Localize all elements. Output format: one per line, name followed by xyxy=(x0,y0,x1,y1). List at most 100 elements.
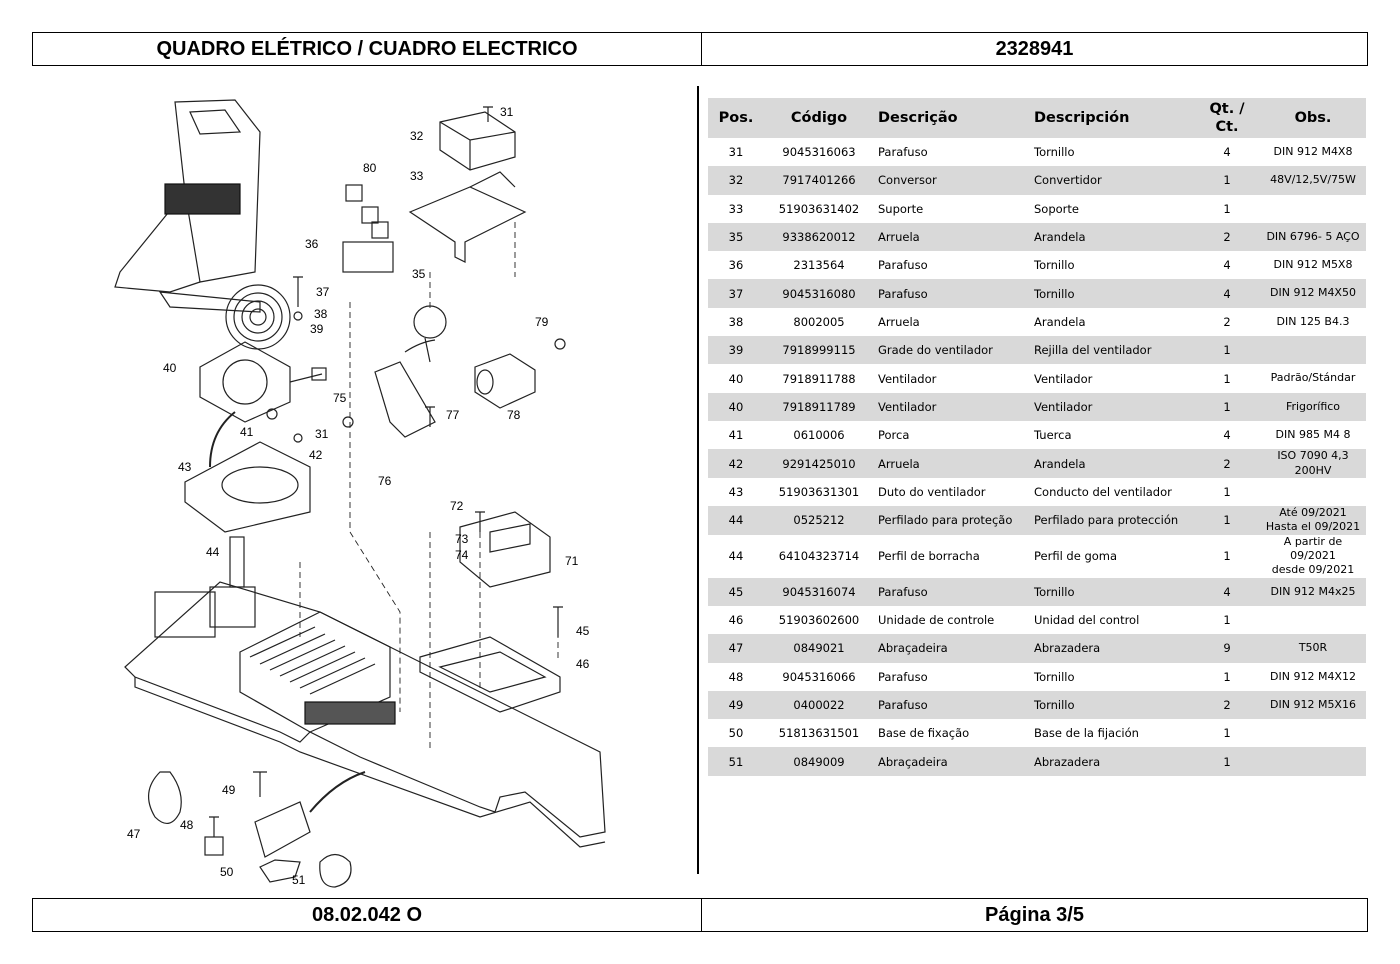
callout-40: 40 xyxy=(163,361,177,375)
cell-descricao: Ventilador xyxy=(878,371,937,386)
cell-codigo: 51903631301 xyxy=(778,485,860,499)
cell-obs: 48V/12,5V/75W xyxy=(1260,166,1366,195)
cell-pos: 46 xyxy=(728,613,744,628)
cell-descripcion: Tornillo xyxy=(1030,577,1194,606)
cell-pos: 51 xyxy=(708,747,764,776)
callout-31: 31 xyxy=(500,105,514,119)
cell-qt: 2 xyxy=(1194,449,1260,478)
cell-qt: 4 xyxy=(1194,279,1260,308)
cell-descripcion: Perfilado para protección xyxy=(1030,506,1194,535)
obs-line: Hasta el 09/2021 xyxy=(1265,520,1361,534)
cell-pos: 44 xyxy=(728,549,744,564)
cell-descripcion: Ventilador xyxy=(1030,392,1194,421)
cell-descripcion: Conducto del ventilador xyxy=(1034,485,1172,499)
cell-descricao: Arruela xyxy=(874,449,1030,478)
callout-32: 32 xyxy=(410,129,424,143)
obs-line: Frigorífico xyxy=(1285,399,1341,413)
cell-obs xyxy=(1260,606,1366,634)
cell-descricao: Abraçadeira xyxy=(874,747,1030,776)
cell-obs: DIN 125 B4.3 xyxy=(1260,308,1366,336)
cell-pos: 36 xyxy=(728,258,744,273)
cell-obs: DIN 912 M4X50 xyxy=(1260,279,1366,308)
cell-pos: 50 xyxy=(728,726,744,741)
cell-obs: DIN 6796- 5 AÇO xyxy=(1260,222,1366,252)
callout-79: 79 xyxy=(535,315,549,329)
cell-codigo: 2313564 xyxy=(793,258,845,273)
col-pos: Pos. xyxy=(708,98,764,138)
cell-obs xyxy=(1260,336,1366,365)
callout-35: 35 xyxy=(412,267,426,281)
callout-74: 74 xyxy=(455,548,469,562)
cell-codigo: 9045316080 xyxy=(764,279,874,308)
exploded-parts-drawing: 31 32 33 80 36 35 37 38 39 40 79 75 77 7… xyxy=(114,99,606,888)
cell-codigo: 9291425010 xyxy=(764,449,874,478)
cell-descricao: Parafuso xyxy=(878,145,928,160)
cell-pos: 42 xyxy=(708,449,764,478)
cell-codigo: 9045316074 xyxy=(764,577,874,606)
cell-qt: 1 xyxy=(1194,506,1260,535)
cell-descricao: Base de fixação xyxy=(878,726,970,741)
cell-pos: 41 xyxy=(728,428,744,443)
obs-line: A partir de 09/2021 xyxy=(1283,534,1343,563)
callout-43: 43 xyxy=(178,460,192,474)
cell-pos: 45 xyxy=(708,577,764,606)
cell-obs: DIN 912 M4X12 xyxy=(1260,663,1366,691)
cell-descricao: Perfilado para proteção xyxy=(874,506,1030,535)
callout-73: 73 xyxy=(455,532,469,546)
cell-codigo: 51903631402 xyxy=(778,201,860,216)
cell-pos: 48 xyxy=(728,669,744,684)
obs-line: DIN 125 B4.3 xyxy=(1276,314,1350,328)
cell-obs: Frigorífico xyxy=(1260,392,1366,421)
callout-37: 37 xyxy=(316,285,330,299)
cell-codigo: 7918911788 xyxy=(782,371,856,386)
cell-codigo: 0400022 xyxy=(764,690,874,720)
cell-descripcion: Convertidor xyxy=(1030,166,1194,195)
callout-47: 47 xyxy=(127,827,141,841)
cell-descricao: Parafuso xyxy=(874,690,1030,720)
page-footer: 08.02.042 O Página 3/5 xyxy=(32,898,1368,932)
cell-qt: 2 xyxy=(1223,314,1231,329)
cell-pos: 49 xyxy=(708,690,764,720)
callout-36a: 36 xyxy=(305,237,319,251)
cell-descripcion: Abrazadera xyxy=(1030,747,1194,776)
cell-descripcion: Arandela xyxy=(1034,314,1086,329)
cell-obs xyxy=(1260,478,1366,506)
cell-descripcion: Abrazadera xyxy=(1030,634,1194,663)
column-divider xyxy=(697,86,699,874)
cell-codigo: 9045316063 xyxy=(782,145,856,160)
obs-line: DIN 912 M4X50 xyxy=(1270,286,1356,300)
document-code: 08.02.042 O xyxy=(33,899,702,931)
obs-line: DIN 912 M5X8 xyxy=(1273,258,1353,272)
cell-obs xyxy=(1260,195,1366,223)
cell-descripcion: Tornillo xyxy=(1034,145,1075,160)
col-descripcion: Descripción xyxy=(1030,98,1194,138)
cell-qt: 1 xyxy=(1223,371,1231,386)
cell-pos: 31 xyxy=(728,145,744,160)
cell-descricao: Parafuso xyxy=(878,258,928,273)
cell-codigo: 51813631501 xyxy=(778,726,860,741)
col-obs: Obs. xyxy=(1260,98,1366,138)
callout-41: 41 xyxy=(240,425,254,439)
cell-codigo: 0610006 xyxy=(793,428,845,443)
cell-pos: 37 xyxy=(708,279,764,308)
cell-descricao: Abraçadeira xyxy=(874,634,1030,663)
obs-line: ISO 7090 4,3 200HV xyxy=(1277,449,1349,477)
cell-obs: DIN 912 M5X16 xyxy=(1260,690,1366,720)
cell-descripcion: Tornillo xyxy=(1030,279,1194,308)
cell-qt: 1 xyxy=(1194,392,1260,421)
cell-qt: 4 xyxy=(1223,145,1231,160)
cell-qt: 1 xyxy=(1223,669,1231,684)
